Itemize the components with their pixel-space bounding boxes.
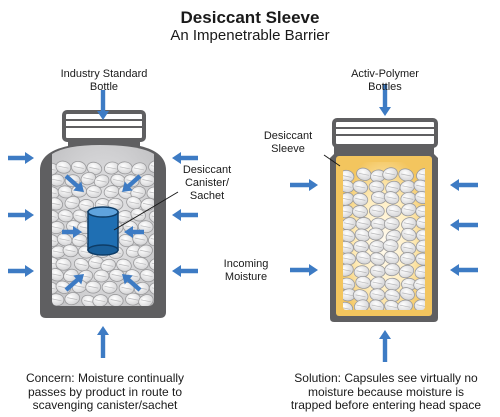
- concern-caption: Concern: Moisture continually passes by …: [25, 371, 185, 412]
- moisture-arrow: [450, 264, 478, 276]
- solution-caption: Solution: Capsules see virtually no mois…: [290, 371, 482, 412]
- capsule-pile: [343, 167, 425, 310]
- capsule: [52, 186, 60, 200]
- capsule: [148, 232, 154, 247]
- canister-pointer: [113, 191, 179, 231]
- capsule: [148, 282, 154, 296]
- moisture-arrow: [8, 152, 34, 164]
- moisture-arrow: [122, 274, 142, 292]
- moisture-arrow: [97, 90, 109, 120]
- moisture-arrow: [450, 219, 478, 231]
- desiccant-canister-label: Desiccant Canister/ Sachet: [182, 164, 232, 202]
- moisture-arrow: [124, 226, 144, 238]
- moisture-arrow: [62, 226, 82, 238]
- capsule: [148, 160, 154, 174]
- incoming-moisture-label: Incoming Moisture: [223, 258, 269, 283]
- activ-polymer-bottle: [323, 118, 438, 322]
- bottle-cap: [332, 118, 438, 148]
- left-moisture-arrows: [8, 90, 198, 358]
- moisture-arrow: [290, 179, 318, 191]
- moisture-arrow: [172, 265, 198, 277]
- activ-polymer-bottles-label: Activ-Polymer Bottles: [351, 68, 419, 93]
- moisture-arrow: [290, 264, 318, 276]
- capsule: [146, 186, 154, 200]
- diagram-title: Desiccant Sleeve: [180, 8, 320, 27]
- moisture-arrow: [172, 209, 198, 221]
- moisture-arrow: [64, 174, 84, 192]
- industry-standard-bottle-label: Industry Standard Bottle: [60, 68, 148, 93]
- moisture-arrow: [122, 174, 142, 192]
- sleeve-pointer: [323, 154, 341, 167]
- capsule: [148, 257, 154, 271]
- desiccant-canister: [87, 206, 119, 256]
- moisture-arrow: [8, 265, 34, 277]
- capsule: [148, 210, 154, 224]
- moisture-arrow: [8, 209, 34, 221]
- right-moisture-arrows: [290, 84, 478, 362]
- desiccant-sleeve-label: Desiccant Sleeve: [263, 130, 313, 155]
- moisture-arrow: [172, 152, 198, 164]
- moisture-arrow: [379, 84, 391, 116]
- industry-standard-bottle: [40, 110, 179, 318]
- moisture-arrow: [64, 274, 84, 292]
- moisture-arrow: [97, 326, 109, 358]
- moisture-arrow: [379, 330, 391, 362]
- diagram-subtitle: An Impenetrable Barrier: [170, 27, 330, 44]
- moisture-arrow: [450, 179, 478, 191]
